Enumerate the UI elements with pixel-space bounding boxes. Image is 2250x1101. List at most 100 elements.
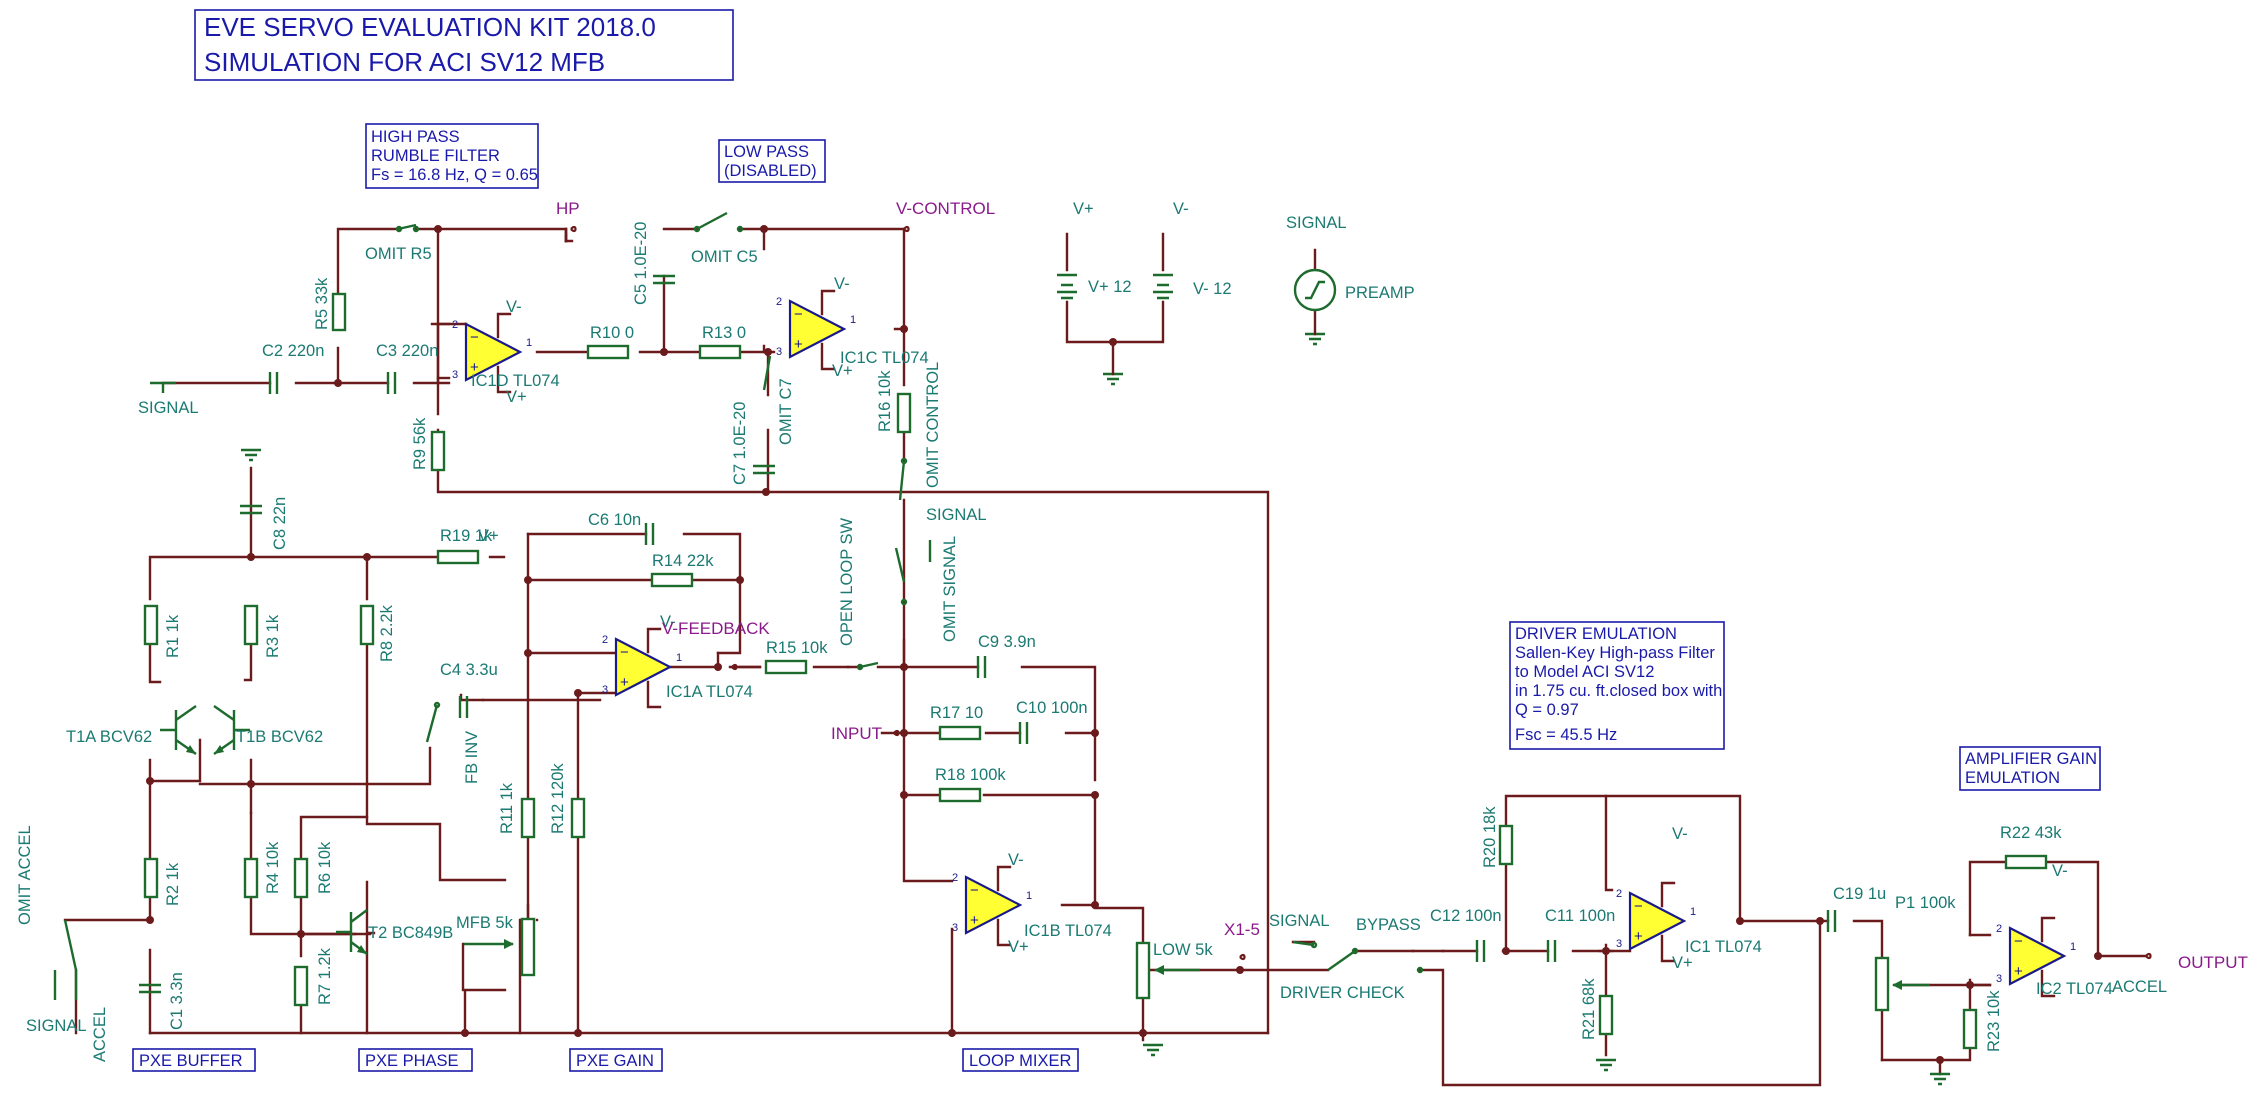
port-v-control: V-CONTROL	[896, 199, 995, 218]
opamp-ic1d: V- V+ IC1D TL074 23 1	[452, 298, 560, 406]
transistor-t1a	[160, 705, 197, 755]
label-r15: R15 10k	[766, 639, 828, 657]
svg-text:in 1.75 cu. ft.closed box with: in 1.75 cu. ft.closed box with	[1515, 682, 1722, 700]
label-r21: R21 68k	[1580, 978, 1598, 1040]
label-r4: R4 10k	[264, 841, 282, 894]
label-r19: R19 1k	[440, 527, 493, 545]
svg-text:HIGH PASS: HIGH PASS	[371, 128, 460, 146]
transistor-t2	[336, 909, 368, 955]
label-r2: R2 1k	[164, 862, 182, 906]
opamp-ic1b: V- V+ IC1B TL074 23 1	[952, 851, 1112, 956]
title-line-1: EVE SERVO EVALUATION KIT 2018.0	[204, 12, 656, 42]
note-driver-emulation: DRIVER EMULATION Sallen-Key High-pass Fi…	[1509, 621, 1725, 750]
label-t1b: T1B BCV62	[236, 728, 323, 746]
svg-text:LOW PASS: LOW PASS	[724, 143, 809, 161]
ic1-label: IC1 TL074	[1685, 938, 1762, 956]
label-r3: R3 1k	[264, 614, 282, 658]
label-accel-out: ACCEL	[2112, 978, 2167, 996]
label-driver-check: DRIVER CHECK	[1280, 984, 1405, 1002]
label-r9: R9 56k	[411, 417, 429, 470]
note-low-pass: LOW PASS (DISABLED)	[718, 139, 826, 183]
label-r20: R20 18k	[1481, 806, 1499, 868]
label-c12: C12 100n	[1430, 907, 1502, 925]
label-omit-accel: OMIT ACCEL	[16, 825, 34, 925]
section-pxe-buffer: PXE BUFFER	[139, 1052, 243, 1070]
label-r22: R22 43k	[2000, 824, 2062, 842]
supply-batteries	[1057, 232, 1173, 376]
label-c11: C11 100n	[1545, 907, 1615, 925]
potentiometer-wipers	[461, 939, 1930, 992]
port-output: OUTPUT	[2178, 953, 2248, 972]
ground-symbols	[150, 332, 1950, 1086]
svg-text:2: 2	[1616, 888, 1622, 900]
section-loop-mixer: LOOP MIXER	[969, 1052, 1071, 1070]
ic1c-label: IC1C TL074	[840, 349, 929, 367]
label-vplus-12: V+ 12	[1088, 278, 1132, 296]
svg-text:2: 2	[776, 296, 782, 308]
preamp-source	[1293, 248, 1337, 336]
label-r7: R7 1.2k	[316, 947, 334, 1005]
label-r14: R14 22k	[652, 552, 714, 570]
ports: HP V-CONTROL V-FEEDBACK INPUT X1-5 OUTPU…	[556, 199, 2248, 972]
label-omit-c7: OMIT C7	[777, 378, 795, 445]
label-r8: R8 2.2k	[378, 604, 396, 662]
label-bypass: BYPASS	[1356, 916, 1421, 934]
svg-text:V+: V+	[832, 362, 853, 380]
label-c6: C6 10n	[588, 511, 641, 529]
note-amplifier-gain: AMPLIFIER GAIN EMULATION	[1959, 746, 2101, 791]
label-c10: C10 100n	[1016, 699, 1088, 717]
svg-text:2: 2	[952, 872, 958, 884]
svg-text:2: 2	[1996, 923, 2002, 935]
ic1a-label: IC1A TL074	[666, 683, 753, 701]
label-r11: R11 1k	[498, 782, 516, 834]
label-signal-2: SIGNAL	[1269, 912, 1330, 930]
svg-text:V-: V-	[506, 298, 522, 316]
label-open-loop: OPEN LOOP SW	[838, 518, 856, 646]
label-c8: C8 22n	[271, 497, 289, 550]
svg-text:V+: V+	[1008, 938, 1029, 956]
label-c3: C3 220n	[376, 342, 438, 360]
label-signal-switch: SIGNAL	[26, 1017, 87, 1035]
label-c1: C1 3.3n	[168, 972, 186, 1030]
svg-text:2: 2	[602, 634, 608, 646]
svg-text:V+: V+	[1672, 954, 1693, 972]
svg-text:3: 3	[452, 369, 458, 381]
label-r5: R5 33k	[313, 277, 331, 330]
port-v-feedback: V-FEEDBACK	[662, 619, 770, 638]
opamp-ic1: V- V+ IC1 TL074 23 1	[1616, 825, 1762, 972]
section-pxe-phase: PXE PHASE	[365, 1052, 459, 1070]
svg-text:to Model ACI SV12: to Model ACI SV12	[1515, 663, 1654, 681]
label-c9: C9 3.9n	[978, 633, 1036, 651]
svg-text:RUMBLE FILTER: RUMBLE FILTER	[371, 147, 500, 165]
capacitors	[139, 274, 1837, 994]
ic1b-label: IC1B TL074	[1024, 922, 1112, 940]
label-r1: R1 1k	[164, 614, 182, 658]
svg-text:1: 1	[1026, 890, 1032, 902]
title-line-2: SIMULATION FOR ACI SV12 MFB	[204, 47, 605, 77]
label-vminus-12: V- 12	[1193, 280, 1232, 298]
label-r13: R13 0	[702, 324, 746, 342]
switches	[53, 211, 1424, 1000]
supply-labels: V+ V- V+ 12 V- 12 SIGNAL PREAMP	[1073, 200, 1415, 302]
svg-text:Q = 0.97: Q = 0.97	[1515, 701, 1579, 719]
svg-text:AMPLIFIER GAIN: AMPLIFIER GAIN	[1965, 750, 2097, 768]
svg-text:3: 3	[1996, 973, 2002, 985]
svg-text:V-: V-	[1173, 200, 1189, 218]
svg-text:V-: V-	[1672, 825, 1688, 843]
label-preamp: PREAMP	[1345, 284, 1415, 302]
section-pxe-gain: PXE GAIN	[576, 1052, 654, 1070]
svg-text:V-: V-	[1008, 851, 1024, 869]
note-high-pass: HIGH PASS RUMBLE FILTER Fs = 16.8 Hz, Q …	[365, 123, 539, 189]
section-labels: PXE BUFFER PXE PHASE PXE GAIN LOOP MIXER	[132, 1048, 1079, 1072]
label-signal-omit: SIGNAL	[926, 506, 987, 524]
svg-text:EMULATION: EMULATION	[1965, 769, 2060, 787]
svg-text:(DISABLED): (DISABLED)	[724, 162, 817, 180]
label-c5: C5 1.0E-20	[632, 222, 650, 305]
svg-text:1: 1	[2070, 941, 2076, 953]
label-t2: T2 BC849B	[368, 924, 453, 942]
label-p1: P1 100k	[1895, 894, 1956, 912]
svg-text:2: 2	[452, 319, 458, 331]
label-r17: R17 10	[930, 704, 983, 722]
svg-text:V+: V+	[478, 527, 499, 545]
